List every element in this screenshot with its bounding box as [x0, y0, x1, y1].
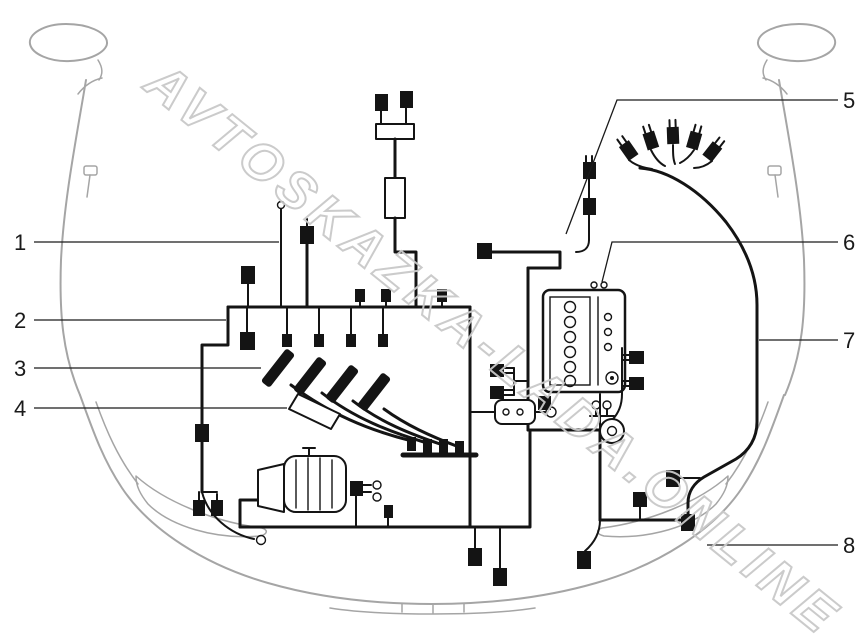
right-headlight: [597, 475, 729, 538]
right-body-side: [778, 79, 806, 396]
top-fuse-assembly: [375, 91, 418, 309]
left-cowl-notch: [77, 77, 103, 95]
front-bumper-outer: [79, 394, 785, 605]
right-mirror-stem: [762, 59, 768, 81]
leader-5: [565, 99, 838, 235]
right-cowl-notch: [762, 77, 788, 95]
main-harness-bus: [226, 266, 472, 350]
callout-6-label: 6: [843, 230, 855, 255]
spark-plug-wire-drops: [282, 306, 388, 347]
left-lamp-branch: [193, 305, 267, 546]
callout-leaders: [34, 99, 838, 546]
injector-harness: [616, 118, 759, 516]
bumper-lower-edge: [329, 607, 536, 615]
horn: [589, 400, 625, 444]
callout-3-label: 3: [14, 356, 26, 381]
left-mirror-stem: [97, 59, 103, 81]
battery: [541, 281, 627, 394]
right-side-repeater: [767, 165, 782, 198]
left-fender-inner: [95, 401, 139, 485]
ring-terminal-lead: [276, 200, 314, 309]
harness-bracket: [288, 393, 341, 430]
right-fender-inner: [725, 401, 769, 485]
callout-1-label: 1: [14, 230, 26, 255]
injector-feed-subharness: [575, 155, 596, 253]
brake-booster: [257, 447, 382, 528]
callout-labels: 1 2 3 4 5 6 7 8: [14, 88, 855, 558]
grille-ticks: [401, 603, 465, 614]
right-mirror: [757, 23, 837, 63]
left-side-repeater: [83, 165, 98, 198]
left-mirror: [28, 23, 108, 63]
battery-terminal-left: [590, 281, 598, 289]
callout-5-label: 5: [843, 88, 855, 113]
wiring-harness: [193, 91, 759, 586]
car-body-outline: [28, 23, 837, 615]
ignition-module: [469, 396, 557, 425]
left-body-side: [59, 79, 87, 396]
bottom-harness-bus: [238, 428, 532, 586]
leader-6: [601, 241, 838, 283]
battery-terminal-right: [600, 281, 608, 289]
callout-2-label: 2: [14, 308, 26, 333]
callout-8-label: 8: [843, 533, 855, 558]
callout-4-label: 4: [14, 396, 26, 421]
battery-left-connectors: [490, 364, 529, 399]
callout-7-label: 7: [843, 328, 855, 353]
spark-plug-wires: [261, 349, 479, 458]
